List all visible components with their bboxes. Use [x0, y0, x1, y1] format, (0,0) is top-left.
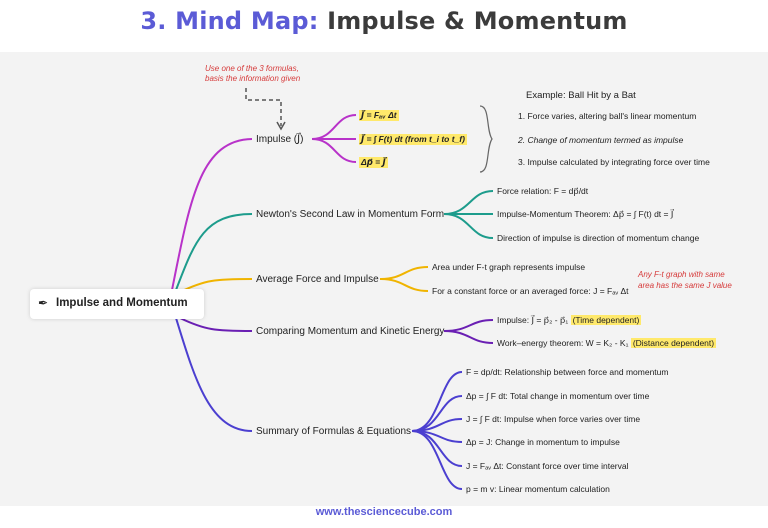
example-item-3: 3. Impulse calculated by integrating for…: [518, 157, 710, 167]
newton-child-2: Impulse-Momentum Theorem: Δp⃗ = ∫ F(t) d…: [497, 209, 674, 219]
note-top-line1: Use one of the 3 formulas,: [205, 64, 299, 73]
branch-average[interactable]: Average Force and Impulse: [256, 274, 379, 285]
distance-dependent-tag: (Distance dependent): [630, 338, 717, 348]
time-dependent-tag: (Time dependent): [570, 315, 642, 325]
example-item-2: 2. Change of momentum termed as impulse: [518, 135, 684, 145]
note-top-line2: basis the information given: [205, 74, 301, 83]
newton-child-1: Force relation: F = dp⃗/dt: [497, 186, 589, 196]
branch-summary[interactable]: Summary of Formulas & Equations: [256, 426, 412, 437]
note-right-line1: Any F-t graph with same: [638, 270, 725, 279]
branch-line-impulse: [171, 138, 253, 291]
summary-child-4: Δp = J: Change in momentum to impulse: [466, 437, 620, 447]
brace-icon: [479, 105, 493, 173]
note-arrow: [245, 88, 282, 126]
note-right-line2: area has the same J value: [638, 281, 732, 290]
summary-child-2: Δp = ∫ F dt: Total change in momentum ov…: [466, 391, 650, 401]
summary-child-1: F = dp/dt: Relationship between force an…: [466, 367, 669, 377]
comparing-child-2: Work–energy theorem: W = K₂ - K₁ (Distan…: [497, 338, 717, 348]
branch-newton[interactable]: Newton's Second Law in Momentum Form: [256, 209, 445, 220]
average-child-2: For a constant force or an averaged forc…: [432, 286, 629, 296]
branch-comparing[interactable]: Comparing Momentum and Kinetic Energy: [256, 326, 445, 337]
average-child-1: Area under F-t graph represents impulse: [432, 262, 586, 272]
root-node[interactable]: ✒ Impulse and Momentum: [30, 289, 204, 319]
footer-link[interactable]: www.thesciencecube.com: [315, 506, 453, 518]
summary-child-6: p = m v: Linear momentum calculation: [466, 484, 610, 494]
comparing-child-1: Impulse: J⃗ = p⃗₂ - p⃗₁ (Time dependent): [497, 315, 642, 325]
branch-line-comparing: [179, 317, 253, 332]
example-item-1: 1. Force varies, altering ball's linear …: [518, 111, 697, 121]
page-title: 3. Mind Map: Impulse & Momentum: [140, 7, 628, 35]
impulse-formula-1: J⃗ = Fₐᵥ Δt: [359, 110, 399, 121]
branch-line-average: [179, 278, 253, 293]
footer: www.thesciencecube.com: [0, 506, 768, 528]
branch-line-newton: [175, 213, 253, 291]
example-title: Example: Ball Hit by a Bat: [526, 90, 636, 101]
newton-child-3: Direction of impulse is direction of mom…: [497, 233, 700, 243]
impulse-formula-3: Δp⃗ = J⃗: [359, 157, 388, 168]
summary-child-3: J = ∫ F dt: Impulse when force varies ov…: [466, 414, 641, 424]
header: 3. Mind Map: Impulse & Momentum: [0, 0, 768, 52]
summary-child-5: J = Fₐᵥ Δt: Constant force over time int…: [466, 461, 629, 471]
root-label: Impulse and Momentum: [56, 297, 188, 309]
branch-impulse[interactable]: Impulse (J⃗): [256, 134, 304, 145]
pen-icon: ✒: [38, 296, 49, 310]
branch-line-summary: [175, 317, 253, 432]
impulse-formula-2: J⃗ = ∫ F(t) dt (from t_i to t_f): [359, 134, 467, 145]
